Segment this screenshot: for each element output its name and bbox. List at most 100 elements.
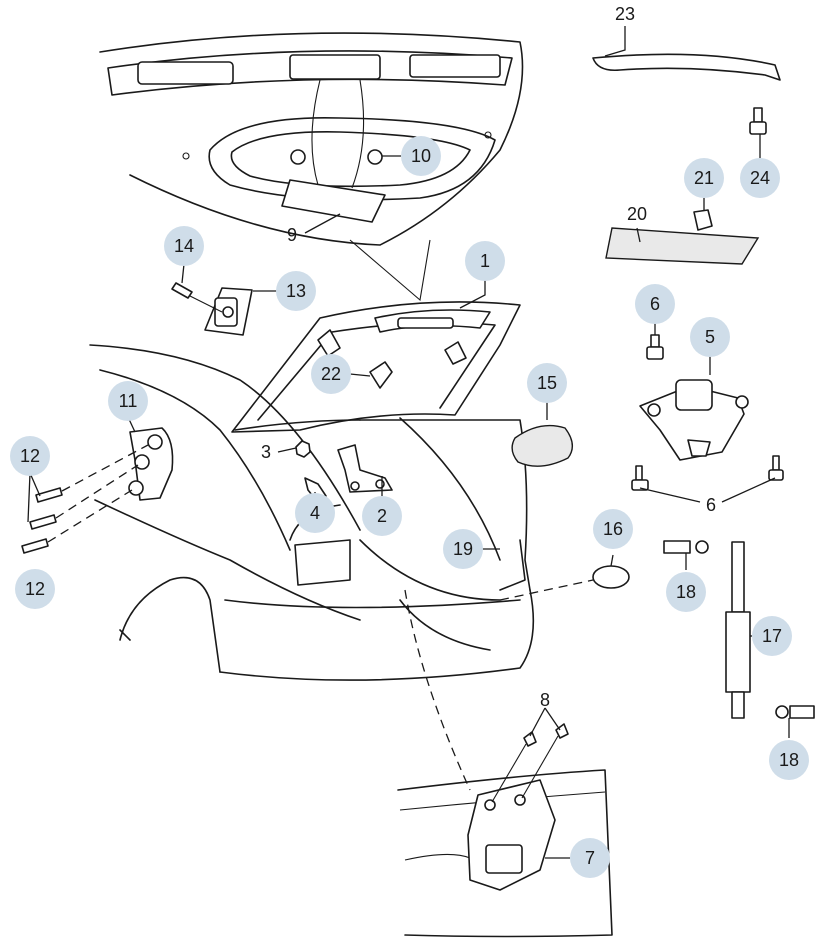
callout-badge: [465, 241, 505, 281]
trim-strip-23: [592, 53, 781, 81]
callout-2: 2: [362, 496, 402, 536]
car-rear-body: [89, 344, 535, 681]
callout-12-top: 12: [10, 436, 50, 476]
callout-number: 24: [750, 168, 770, 188]
callout-17: 17: [752, 616, 792, 656]
callout-number: 9: [287, 225, 297, 245]
callout-19: 19: [443, 529, 483, 569]
screw-6-right: [768, 455, 784, 481]
callout-badge: [684, 158, 724, 198]
callout-number: 18: [676, 582, 696, 602]
callout-badge: [401, 136, 441, 176]
callout-badge: [666, 572, 706, 612]
callout-23: 23: [615, 4, 635, 24]
callout-4: 4: [295, 493, 335, 533]
dash-latch: [404, 589, 471, 791]
callout-number: 15: [537, 373, 557, 393]
callout-number: 17: [762, 626, 782, 646]
callout-3: 3: [261, 442, 271, 462]
callout-11: 11: [108, 381, 148, 421]
callout-number: 14: [174, 236, 194, 256]
callout-22: 22: [311, 354, 351, 394]
clip-21: [693, 209, 713, 231]
callout-number: 6: [650, 294, 660, 314]
pad-15: [511, 424, 573, 467]
callout-badge: [295, 493, 335, 533]
callout-number: 21: [694, 168, 714, 188]
callout-badge: [570, 838, 610, 878]
callout-14: 14: [164, 226, 204, 266]
hinge-assembly: [21, 427, 174, 554]
callout-13: 13: [276, 271, 316, 311]
callout-number: 1: [480, 251, 490, 271]
callout-number: 6: [706, 495, 716, 515]
callout-badge: [10, 436, 50, 476]
callout-number: 13: [286, 281, 306, 301]
callout-8: 8: [540, 690, 550, 710]
callout-badge: [690, 317, 730, 357]
screw-6-top: [646, 334, 664, 360]
callout-16: 16: [593, 509, 633, 549]
clip-22: [369, 361, 393, 389]
callout-badge: [311, 354, 351, 394]
screw-14: [171, 282, 223, 313]
callout-badge: [362, 496, 402, 536]
release-button-13: [204, 287, 253, 336]
callout-badge: [635, 284, 675, 324]
callout-number: 4: [310, 503, 320, 523]
insulation-pad-20: [605, 227, 760, 265]
nut-3: [295, 440, 311, 458]
callout-number: 8: [540, 690, 550, 710]
callout-number: 7: [585, 848, 595, 868]
callout-labels: 1 2 3 4 5 6 6 7 8 9 10 11 12 12 13 14 15…: [10, 4, 809, 878]
dash-16: [499, 579, 594, 601]
callout-badge: [164, 226, 204, 266]
callout-badge: [740, 158, 780, 198]
callout-1: 1: [465, 241, 505, 281]
callout-18-bottom: 18: [769, 740, 809, 780]
lock-assembly-5: [639, 379, 749, 461]
callout-7: 7: [570, 838, 610, 878]
callout-6-top: 6: [635, 284, 675, 324]
callout-10: 10: [401, 136, 441, 176]
callout-number: 10: [411, 146, 431, 166]
latch-detail: [397, 723, 613, 938]
ball-stud-18-top: [663, 540, 709, 554]
callout-number: 20: [627, 204, 647, 224]
screw-24: [749, 107, 767, 135]
callout-5: 5: [690, 317, 730, 357]
callout-badge: [276, 271, 316, 311]
tailgate-handle-detail: [99, 32, 524, 246]
callout-number: 23: [615, 4, 635, 24]
callout-9: 9: [287, 225, 297, 245]
callout-number: 22: [321, 364, 341, 384]
callout-badge: [752, 616, 792, 656]
open-tailgate: [231, 301, 521, 433]
callout-number: 18: [779, 750, 799, 770]
callout-20: 20: [627, 204, 647, 224]
callout-15: 15: [527, 363, 567, 403]
callout-number: 12: [20, 446, 40, 466]
callout-number: 12: [25, 579, 45, 599]
callout-badge: [443, 529, 483, 569]
detail-connector: [349, 239, 431, 302]
callout-number: 3: [261, 442, 271, 462]
callout-number: 19: [453, 539, 473, 559]
callout-badge: [593, 509, 633, 549]
callout-badge: [15, 569, 55, 609]
gas-strut-17: [725, 541, 751, 719]
callout-number: 2: [377, 506, 387, 526]
callout-number: 5: [705, 327, 715, 347]
callout-12-bottom: 12: [15, 569, 55, 609]
bracket-2: [337, 444, 393, 493]
callout-badge: [769, 740, 809, 780]
callout-number: 11: [119, 391, 138, 411]
callout-badge: [527, 363, 567, 403]
callout-badge: [108, 381, 148, 421]
ball-stud-18-bottom: [775, 705, 815, 719]
seal-ring-16: [592, 565, 630, 589]
callout-number: 16: [603, 519, 623, 539]
callout-18-top: 18: [666, 572, 706, 612]
callout-21: 21: [684, 158, 724, 198]
